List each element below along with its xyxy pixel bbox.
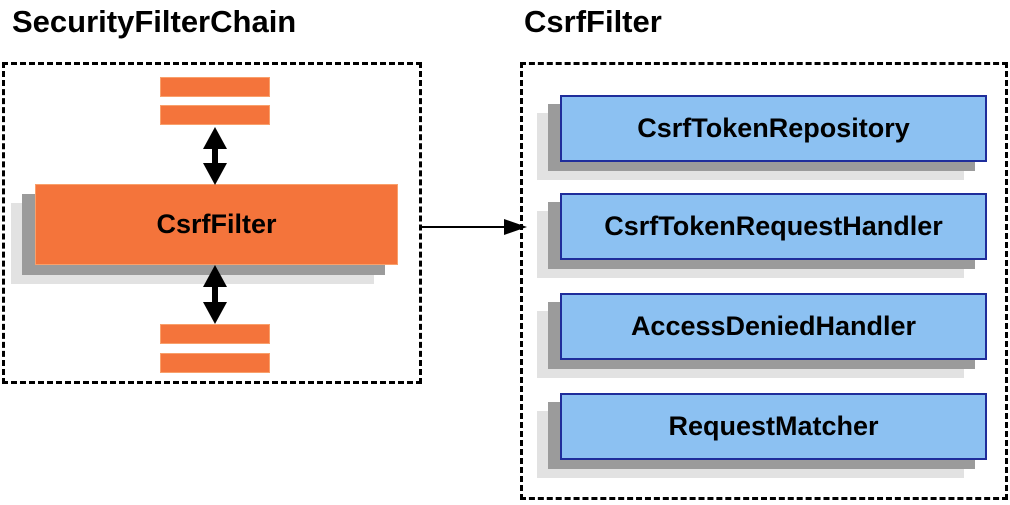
csrf-filter-title: CsrfFilter [524,4,662,39]
bidirectional-arrow-icon [203,265,227,324]
filter-placeholder-bar [160,105,270,125]
filter-placeholder-bar [160,353,270,373]
component-label: CsrfTokenRequestHandler [604,211,943,241]
component-label: AccessDeniedHandler [630,311,917,341]
component-label: RequestMatcher [668,411,879,441]
security-filter-chain-container [2,62,422,384]
component-node-request-matcher: RequestMatcher [560,393,987,460]
security-filter-chain-title: SecurityFilterChain [12,4,297,39]
component-node-csrf-token-repository: CsrfTokenRepository [560,95,987,162]
component-node-csrf-token-request-handler: CsrfTokenRequestHandler [560,193,987,260]
csrf-filter-container [520,62,1008,500]
csrf-filter-node: CsrfFilter [35,184,398,265]
bidirectional-arrow-icon [203,127,227,185]
flow-arrow-icon [421,219,527,235]
component-node-access-denied-handler: AccessDeniedHandler [560,293,987,360]
filter-placeholder-bar [160,77,270,97]
component-label: CsrfTokenRepository [637,113,910,143]
csrf-filter-node-label: CsrfFilter [156,209,277,239]
filter-placeholder-bar [160,324,270,344]
